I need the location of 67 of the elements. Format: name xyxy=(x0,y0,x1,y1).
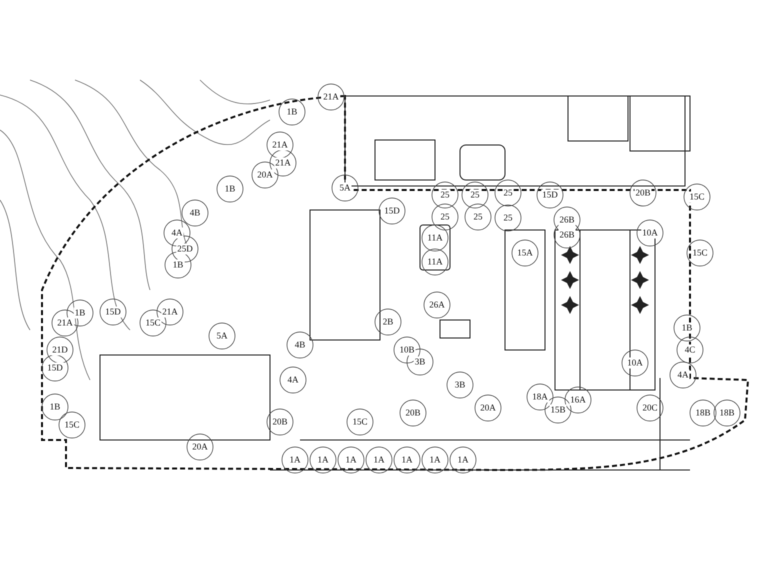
plant-code: 1A xyxy=(344,454,358,466)
plant-code: 2B xyxy=(382,316,394,328)
plant-code: 15D xyxy=(104,306,122,318)
plant-code: 15C xyxy=(352,416,368,428)
plant-code: 16A xyxy=(569,394,587,406)
plant-code: 21A xyxy=(322,92,340,102)
plant-code: 4B xyxy=(294,340,306,350)
plant-code: 4C xyxy=(684,344,696,356)
plant-code: 4A xyxy=(286,374,300,386)
plant-code: 10A xyxy=(641,228,659,238)
plant-code: 20A xyxy=(191,442,209,452)
plant-code: 21A xyxy=(56,318,74,328)
plant-code: 1A xyxy=(372,454,386,466)
plant-code: 15A xyxy=(516,248,534,258)
plant-code: 15C xyxy=(64,420,80,430)
plant-code: 1B xyxy=(680,322,694,334)
plant-code: 25 xyxy=(470,190,480,200)
plant-code: 25 xyxy=(502,212,514,224)
plant-code: 3B xyxy=(454,380,466,390)
plant-code: 1B xyxy=(48,402,62,412)
plant-code: 20A xyxy=(479,402,497,414)
plant-code: 15D xyxy=(383,206,401,216)
plant-code: 3B xyxy=(414,356,426,368)
plant-code: 25 xyxy=(472,212,484,222)
plant-code: 1B xyxy=(286,106,298,118)
plant-code: 15D xyxy=(46,362,64,374)
plant-code: 1B xyxy=(224,184,236,194)
plant-code: 1A xyxy=(288,454,302,466)
plant-code: 1A xyxy=(316,454,330,466)
plant-code: 18B xyxy=(694,408,712,418)
plant-code: 1B xyxy=(74,308,86,318)
plant-code: 10A xyxy=(626,358,644,368)
plant-code: 11A xyxy=(426,232,444,244)
plant-code: 15C xyxy=(144,318,162,328)
plant-code: 1A xyxy=(456,454,470,466)
plant-code: 5A xyxy=(338,182,352,194)
plant-code: 21A xyxy=(271,140,289,150)
plant-code: 4A xyxy=(676,370,690,380)
plant-code: 15D xyxy=(541,190,559,200)
plant-code: 10B xyxy=(398,344,416,356)
plant-code: 25 xyxy=(440,212,450,222)
plant-code: 26B xyxy=(558,230,576,240)
plant-code: 25D xyxy=(176,244,194,254)
plant-code: 26B xyxy=(558,214,576,226)
plant-code: 20C xyxy=(642,402,658,414)
plant-code: 20B xyxy=(404,408,422,418)
plant-code: 15C xyxy=(692,248,708,258)
plant-code: 1B xyxy=(172,260,184,270)
plant-code: 18B xyxy=(718,408,736,418)
plant-code: 4A xyxy=(170,228,184,238)
plant-code: 4B xyxy=(188,208,202,218)
plant-code: 1A xyxy=(428,454,442,466)
plant-code: 11A xyxy=(426,256,444,268)
plant-code: 15B xyxy=(550,404,566,416)
plant-code: 5A xyxy=(216,330,228,342)
plant-code: 1A xyxy=(400,454,414,466)
plant-code: 25 xyxy=(502,188,514,198)
plant-code: 21A xyxy=(274,158,292,168)
plant-code: 15C xyxy=(688,192,706,202)
plant-code: 25 xyxy=(440,190,450,200)
plant-code: 26A xyxy=(428,300,446,310)
plant-code: 18A xyxy=(531,392,549,402)
plant-code: 20A xyxy=(256,170,274,180)
plant-code: 20B xyxy=(634,188,652,198)
plant-code: 21D xyxy=(51,344,69,356)
plant-code: 20B xyxy=(272,416,288,428)
plant-code: 21A xyxy=(161,306,179,318)
